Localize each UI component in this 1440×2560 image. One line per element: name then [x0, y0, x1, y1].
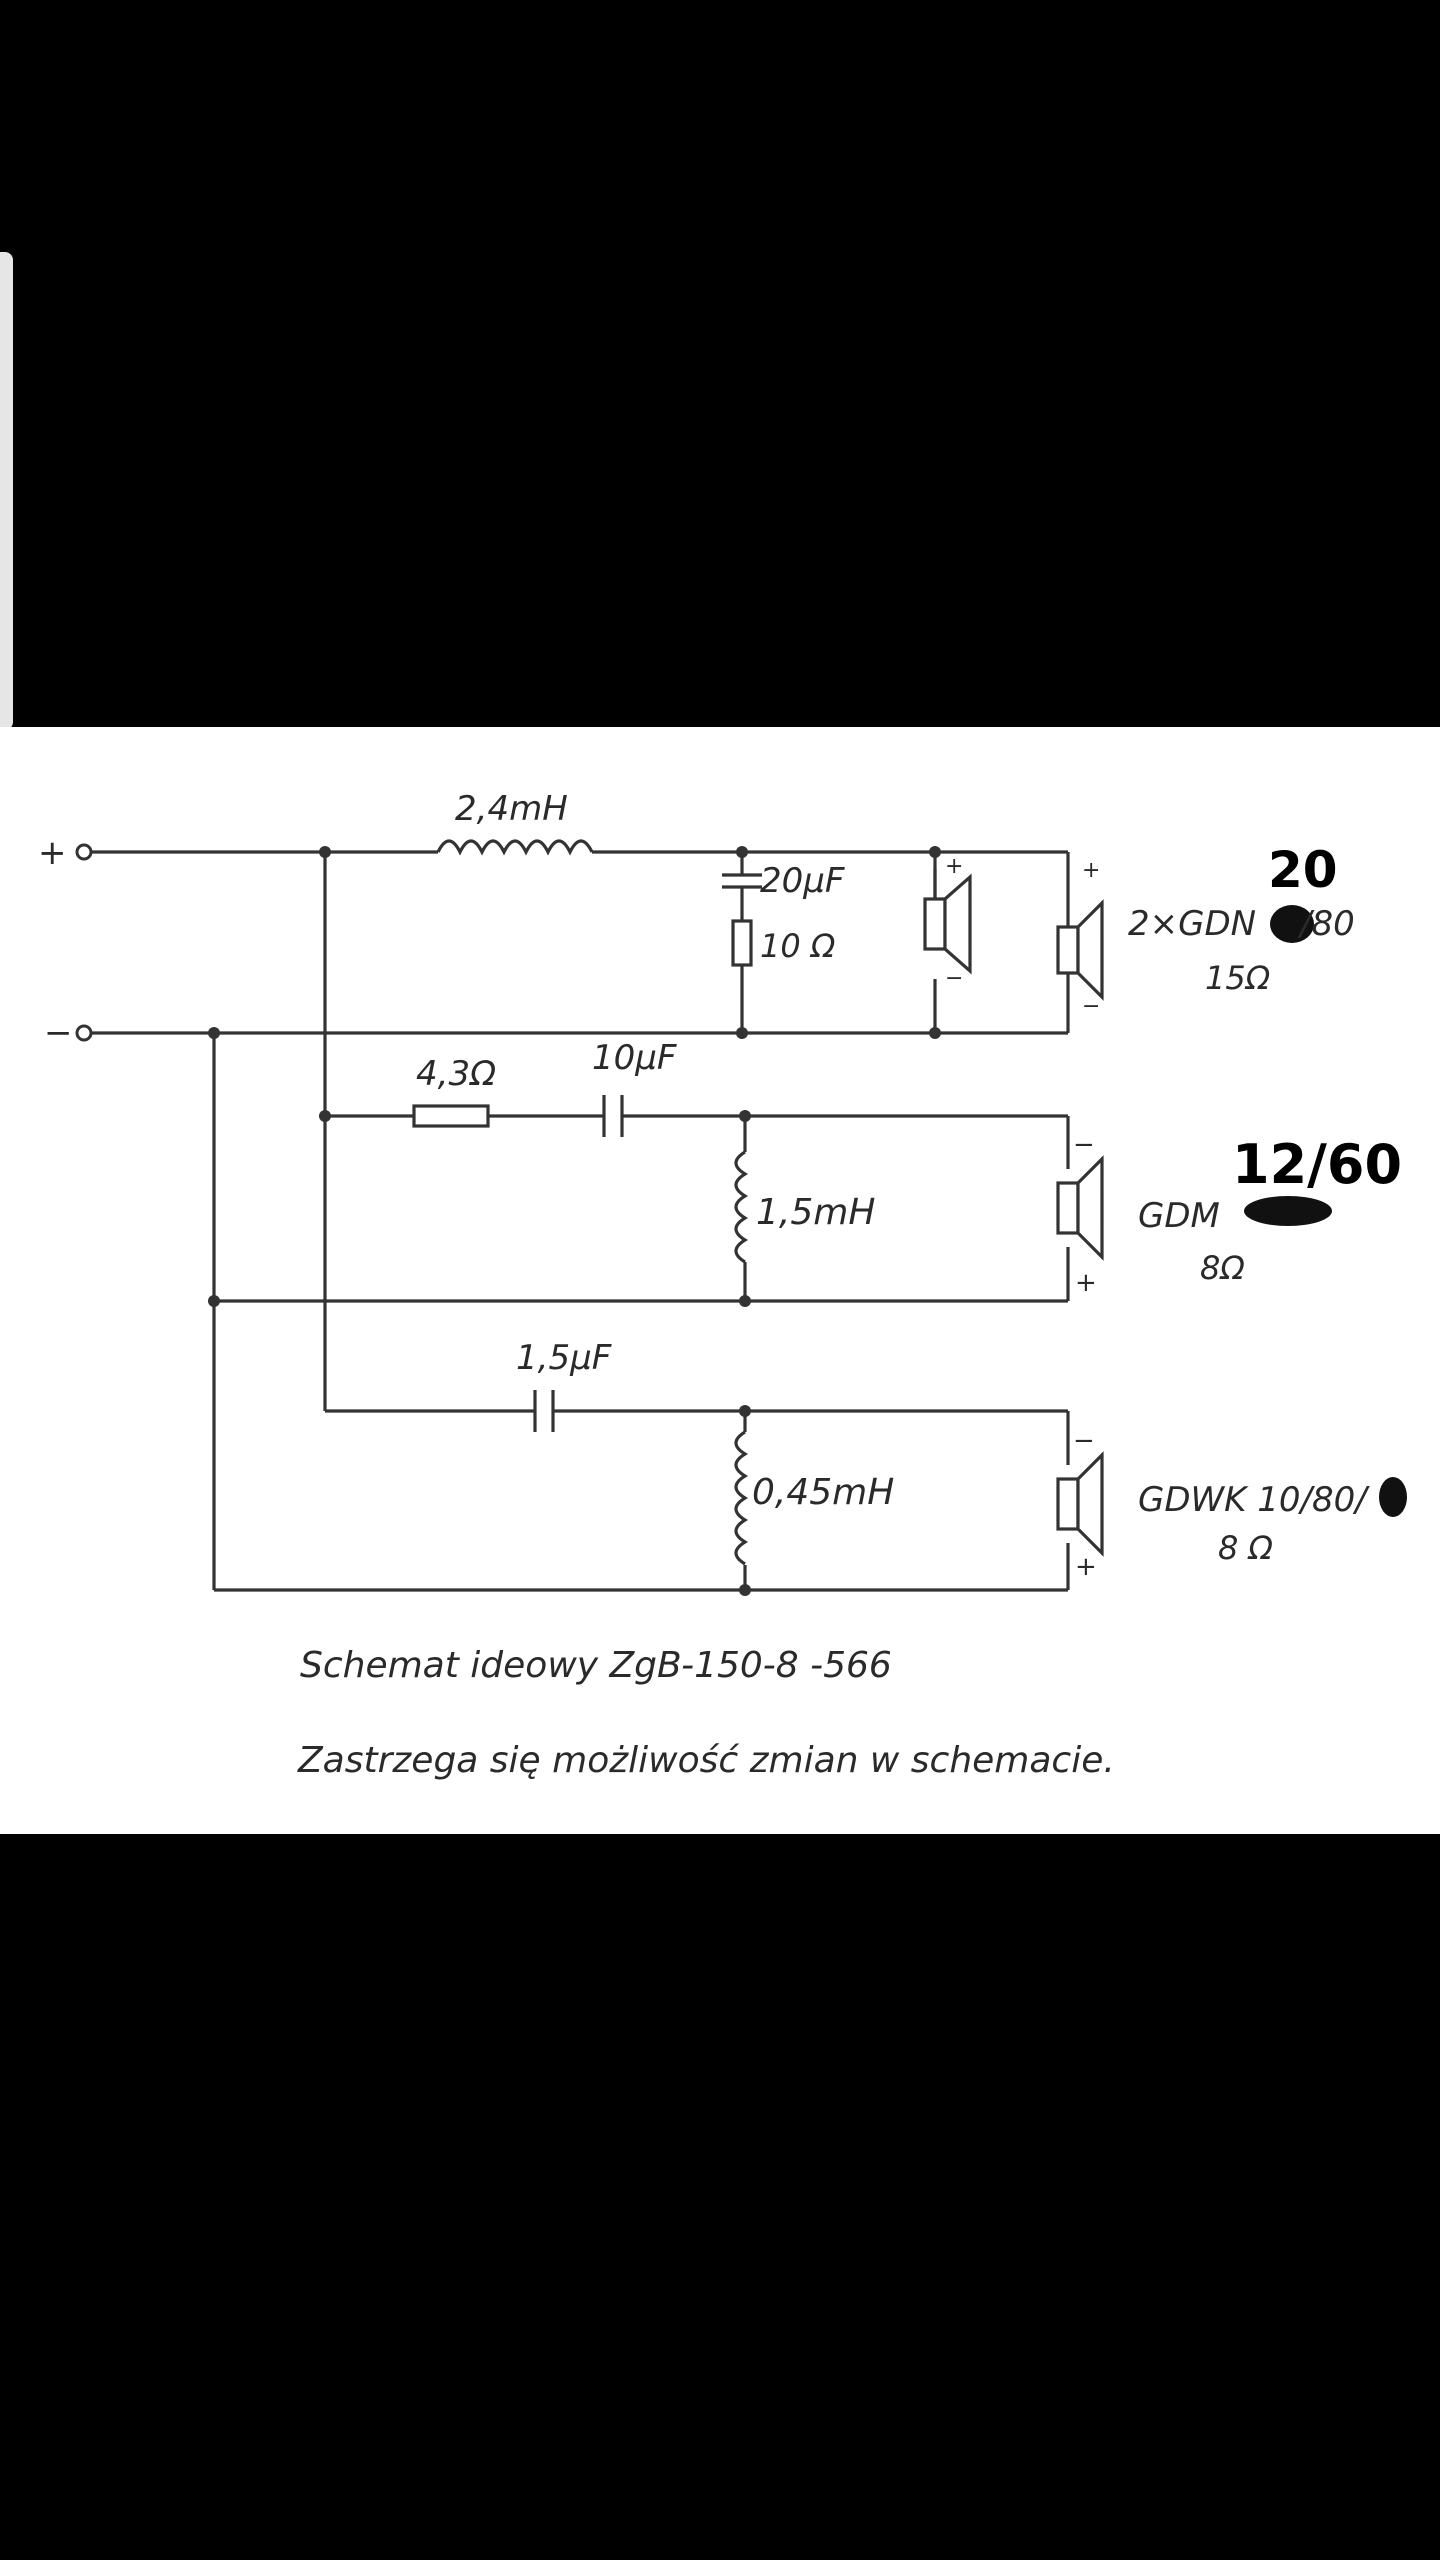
- inductor-low: 0,45mH: [734, 1430, 894, 1566]
- handwritten-note-woofer: 20: [1268, 841, 1338, 899]
- woofer-left-minus: −: [945, 966, 963, 991]
- woofer-right-minus: −: [1082, 994, 1100, 1019]
- schematic-note: Zastrzega się możliwość zmian w schemaci…: [297, 1740, 1115, 1781]
- tweeter-plus: +: [1075, 1552, 1097, 1582]
- minus-terminal-label: −: [44, 1013, 73, 1053]
- input-terminals: + −: [38, 833, 93, 1053]
- mid-minus: −: [1073, 1130, 1095, 1160]
- schematic-sheet: + − 2,4mH 20µF: [0, 727, 1440, 1834]
- inductor-mid-label: 1,5mH: [756, 1192, 875, 1233]
- resistor-mid-label: 4,3Ω: [416, 1054, 496, 1094]
- inductor-main: 2,4mH: [436, 789, 594, 856]
- capacitor-top-label: 20µF: [760, 861, 845, 901]
- redaction-blot-mid: [1244, 1196, 1332, 1226]
- woofer-model-suffix: /80: [1297, 904, 1355, 944]
- resistor-mid: 4,3Ω: [412, 1054, 496, 1128]
- tweeter-impedance: 8 Ω: [1218, 1529, 1274, 1567]
- side-scroll-handle[interactable]: [0, 252, 13, 730]
- resistor-top-label: 10 Ω: [760, 927, 836, 965]
- capacitor-top: 20µF: [722, 861, 845, 901]
- junction-nodes: [208, 846, 941, 1596]
- inductor-main-label: 2,4mH: [455, 789, 568, 829]
- inductor-mid: 1,5mH: [734, 1150, 875, 1264]
- redaction-blot-tweeter: [1379, 1477, 1407, 1517]
- capacitor-low: 1,5µF: [516, 1338, 612, 1432]
- woofer-model: 2×GDN: [1128, 904, 1256, 944]
- tweeter-model: GDWK 10/80/: [1138, 1480, 1370, 1520]
- plus-terminal-label: +: [38, 833, 67, 873]
- woofer-labels: 2×GDN /80 15Ω 20: [1128, 841, 1355, 997]
- tweeter-speaker: − + GDWK 10/80/ 8 Ω: [1056, 1426, 1407, 1582]
- woofer-speaker-left: + −: [923, 854, 972, 991]
- wires: [87, 850, 1070, 1592]
- schematic-caption: Schemat ideowy ZgB-150-8 -566: [300, 1645, 892, 1686]
- woofer-impedance: 15Ω: [1205, 959, 1271, 997]
- mid-impedance: 8Ω: [1200, 1249, 1245, 1287]
- woofer-left-plus: +: [945, 854, 963, 879]
- mid-plus: +: [1075, 1268, 1097, 1298]
- capacitor-mid: 10µF: [592, 1038, 677, 1137]
- woofer-speaker-right: + −: [1056, 858, 1104, 1019]
- capacitor-mid-label: 10µF: [592, 1038, 677, 1078]
- handwritten-note-mid: 12/60: [1232, 1133, 1402, 1196]
- woofer-right-plus: +: [1082, 858, 1100, 883]
- inductor-low-label: 0,45mH: [752, 1472, 894, 1513]
- mid-model: GDM: [1138, 1196, 1220, 1236]
- resistor-top: 10 Ω: [731, 919, 836, 967]
- redaction-blot: [1270, 905, 1314, 943]
- tweeter-minus: −: [1073, 1426, 1095, 1456]
- midrange-speaker: − + GDM 8Ω 12/60: [1056, 1130, 1402, 1298]
- crossover-schematic: + − 2,4mH 20µF: [38, 789, 1407, 1781]
- capacitor-low-label: 1,5µF: [516, 1338, 612, 1378]
